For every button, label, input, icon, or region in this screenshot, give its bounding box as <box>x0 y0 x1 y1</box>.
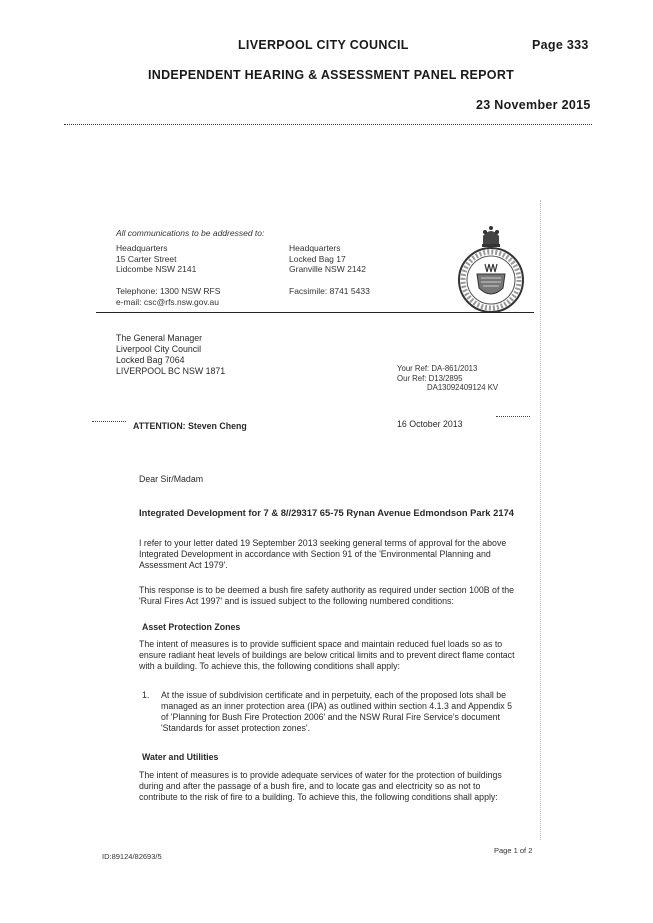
recipient-address: The General Manager Liverpool City Counc… <box>116 333 225 377</box>
doc-ref: DA13092409124 KV <box>427 383 499 392</box>
paragraph-4: The intent of measures is to provide ade… <box>139 770 502 802</box>
scan-edge <box>540 200 541 840</box>
paragraph-2: This response is to be deemed a bush fir… <box>139 585 515 606</box>
reference-block: Your Ref: DA-861/2013 Our Ref: D13/2895 … <box>397 364 498 393</box>
recipient-line-1: The General Manager <box>116 333 203 343</box>
facsimile: Facsimile: 8741 5433 <box>289 286 370 296</box>
paragraph-3: The intent of measures is to provide suf… <box>139 639 515 671</box>
footer-page: Page 1 of 2 <box>494 846 533 855</box>
footer-reference: ID:89124/82693/5 <box>102 852 162 861</box>
recipient-line-2: Liverpool City Council <box>116 344 202 354</box>
dotted-mark-left <box>92 421 126 422</box>
your-ref: Your Ref: DA-861/2013 <box>397 364 478 373</box>
salutation: Dear Sir/Madam <box>139 474 204 484</box>
our-ref: Our Ref: D13/2895 <box>397 373 463 383</box>
contact-block: Telephone: 1300 NSW RFS e-mail: csc@rfs.… <box>116 286 220 307</box>
condition-1-number: 1. <box>142 690 150 700</box>
heading-water-utilities: Water and Utilities <box>142 752 219 762</box>
report-title: INDEPENDENT HEARING & ASSESSMENT PANEL R… <box>148 68 515 82</box>
condition-1-text: At the issue of subdivision certificate … <box>161 690 512 733</box>
hq1-line-3: Lidcombe NSW 2141 <box>116 264 197 274</box>
paragraph-1: I refer to your letter dated 19 Septembe… <box>139 538 507 570</box>
subject-line: Integrated Development for 7 & 8//29317 … <box>139 507 514 518</box>
attention-line: ATTENTION: Steven Cheng <box>133 421 247 431</box>
recipient-line-4: LIVERPOOL BC NSW 1871 <box>116 366 226 376</box>
heading-asset-protection: Asset Protection Zones <box>142 622 241 632</box>
email: e-mail: csc@rfs.nsw.gov.au <box>116 296 219 307</box>
address-note: All communications to be addressed to: <box>116 228 265 238</box>
hq2-line-1: Headquarters <box>289 243 341 253</box>
recipient-line-3: Locked Bag 7064 <box>116 355 185 365</box>
hq1-line-2: 15 Carter Street <box>116 253 177 264</box>
header-divider <box>64 124 592 125</box>
rfs-crest-logo <box>458 226 524 312</box>
dotted-mark-right <box>496 416 530 417</box>
hq1-line-1: Headquarters <box>116 243 168 253</box>
hq2-line-2: Locked Bag 17 <box>289 253 346 264</box>
page-number: Page 333 <box>532 38 589 52</box>
hq2-line-3: Granville NSW 2142 <box>289 264 367 274</box>
hq-address-1: Headquarters 15 Carter Street Lidcombe N… <box>116 243 196 275</box>
letterhead-rule <box>96 312 534 313</box>
report-date: 23 November 2015 <box>476 98 591 112</box>
council-name: LIVERPOOL CITY COUNCIL <box>238 38 409 52</box>
hq-address-2: Headquarters Locked Bag 17 Granville NSW… <box>289 243 366 275</box>
letter-date: 16 October 2013 <box>397 419 463 429</box>
telephone: Telephone: 1300 NSW RFS <box>116 286 221 296</box>
